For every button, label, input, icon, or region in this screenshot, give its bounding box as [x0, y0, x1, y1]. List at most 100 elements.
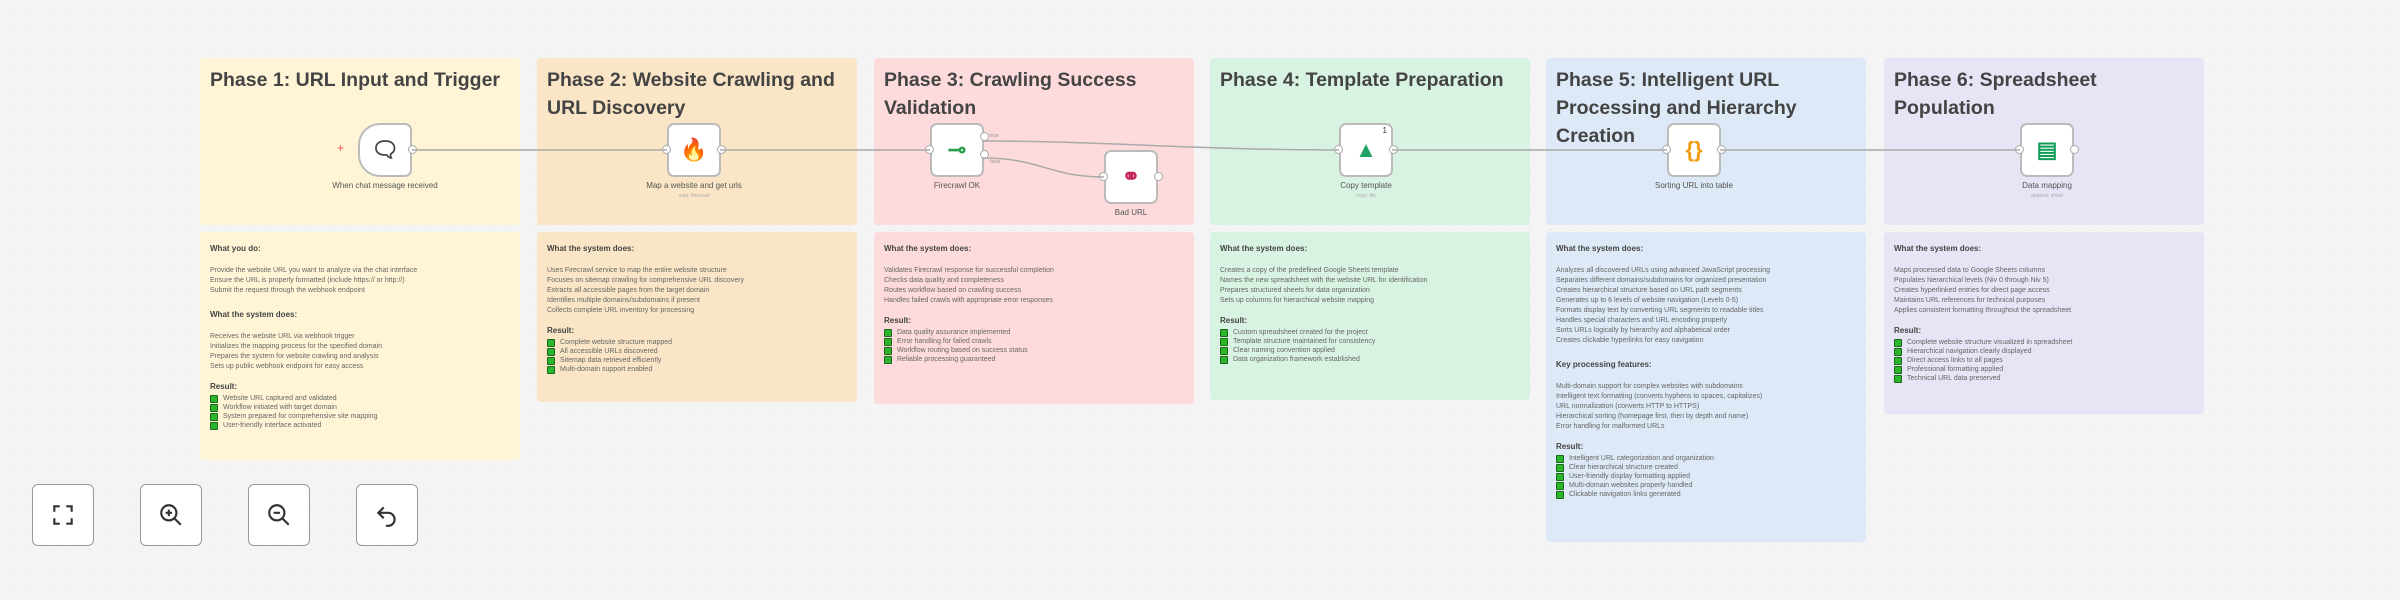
- edge-label-false: false: [990, 159, 1001, 165]
- note-line: Sorts URLs logically by hierarchy and al…: [1556, 327, 1730, 334]
- result-text: Multi-domain websites properly handled: [1569, 482, 1693, 489]
- note-line: Creates hierarchical structure based on …: [1556, 287, 1742, 294]
- result-text: Workflow initiated with target domain: [223, 404, 337, 411]
- result-item: Professional formatting applied: [1894, 365, 2194, 374]
- undo-button[interactable]: [356, 484, 418, 546]
- workflow-node[interactable]: ⊸: [930, 123, 984, 177]
- output-port[interactable]: [2070, 145, 2079, 154]
- note-line: Applies consistent formatting throughout…: [1894, 307, 2072, 314]
- zoom-out-button[interactable]: [248, 484, 310, 546]
- add-trigger-icon[interactable]: +: [337, 141, 345, 155]
- output-port[interactable]: [1717, 145, 1726, 154]
- workflow-node[interactable]: 🗨: [358, 123, 412, 177]
- input-port[interactable]: [1334, 145, 1343, 154]
- workflow-node[interactable]: ▤: [2020, 123, 2074, 177]
- section-heading: What the system does:: [1894, 244, 1982, 253]
- node-name: Map a website and get urls: [646, 181, 742, 190]
- checkmark-icon: [1894, 374, 1902, 383]
- node-name: Copy template: [1340, 181, 1392, 190]
- result-item: Website URL captured and validated: [210, 394, 510, 403]
- result-text: Clickable navigation links generated: [1569, 491, 1681, 498]
- result-text: Technical URL data preserved: [1907, 375, 2001, 382]
- input-port[interactable]: [2015, 145, 2024, 154]
- note-line: Prepares the system for website crawling…: [210, 353, 379, 360]
- code-icon: {}: [1685, 137, 1703, 162]
- checkmark-icon: [1556, 490, 1564, 499]
- output-port[interactable]: [717, 145, 726, 154]
- result-text: All accessible URLs discovered: [560, 348, 658, 355]
- result-text: Template structure maintained for consis…: [1233, 338, 1376, 345]
- spacer: [1220, 306, 1520, 316]
- section-heading: What the system does:: [1220, 244, 1308, 253]
- phase-title: Phase 3: Crawling Success Validation: [884, 69, 1137, 119]
- phase-note-sticky[interactable]: What the system does: Maps processed data…: [1884, 232, 2204, 414]
- output-port[interactable]: [980, 132, 989, 141]
- note-line: Sets up columns for hierarchical website…: [1220, 297, 1375, 304]
- edge-label-true: true: [990, 133, 999, 139]
- phase-title: Phase 2: Website Crawling and URL Discov…: [547, 69, 835, 119]
- result-text: Data organization framework established: [1233, 356, 1360, 363]
- spacer: [884, 306, 1184, 316]
- phase-note-sticky[interactable]: What you do:Provide the website URL you …: [200, 232, 520, 460]
- input-port[interactable]: [1662, 145, 1671, 154]
- note-line: Formats display text by converting URL s…: [1556, 307, 1764, 314]
- note-line: Validates Firecrawl response for success…: [884, 267, 1054, 274]
- chat-icon: 🗨: [371, 137, 399, 162]
- node-label: Firecrawl OK: [897, 181, 1017, 191]
- result-text: Complete website structure visualized in…: [1907, 339, 2073, 346]
- checkmark-icon: [884, 355, 892, 364]
- note-line: Generates up to 6 levels of website navi…: [1556, 297, 1739, 304]
- zoom-in-button[interactable]: [140, 484, 202, 546]
- phase-note-sticky[interactable]: What the system does:Analyzes all discov…: [1546, 232, 1866, 542]
- phase-note-sticky[interactable]: What the system does:Validates Firecrawl…: [874, 232, 1194, 404]
- phase-title: Phase 4: Template Preparation: [1220, 69, 1504, 91]
- workflow-node[interactable]: 🔥: [667, 123, 721, 177]
- spacer: [210, 296, 510, 306]
- webhook-icon: ⚭: [1121, 164, 1141, 189]
- workflow-node[interactable]: ⚭: [1104, 150, 1158, 204]
- output-port[interactable]: [980, 150, 989, 159]
- node-name: Data mapping: [2022, 181, 2072, 190]
- node-name: When chat message received: [332, 181, 438, 190]
- result-text: Clear hierarchical structure created: [1569, 464, 1678, 471]
- checkmark-icon: [1894, 356, 1902, 365]
- note-line: Separates different domains/subdomains f…: [1556, 277, 1767, 284]
- checkmark-icon: [547, 338, 555, 347]
- google-sheets-icon: ▤: [2036, 137, 2058, 162]
- result-item: Technical URL data preserved: [1894, 374, 2194, 383]
- fit-view-button[interactable]: [32, 484, 94, 546]
- note-line: Initializes the mapping process for the …: [210, 343, 382, 350]
- checkmark-icon: [1556, 472, 1564, 481]
- spacer: [210, 372, 510, 382]
- workflow-node[interactable]: {}: [1667, 123, 1721, 177]
- firecrawl-icon: 🔥: [680, 137, 708, 162]
- note-line: URL normalization (converts HTTP to HTTP…: [1556, 403, 1700, 410]
- checkmark-icon: [210, 421, 218, 430]
- section-heading: What you do:: [210, 244, 261, 253]
- output-port[interactable]: [408, 145, 417, 154]
- checkmark-icon: [1556, 481, 1564, 490]
- phase-note-sticky[interactable]: What the system does: Creates a copy of t…: [1210, 232, 1530, 400]
- result-item: Intelligent URL categorization and organ…: [1556, 454, 1856, 463]
- workflow-node[interactable]: ▲1: [1339, 123, 1393, 177]
- note-line: Maps processed data to Google Sheets col…: [1894, 267, 2045, 274]
- phase-header-sticky[interactable]: Phase 1: URL Input and Trigger: [200, 58, 520, 225]
- checkmark-icon: [210, 412, 218, 421]
- result-item: Error handling for failed crawls: [884, 337, 1184, 346]
- output-port[interactable]: [1389, 145, 1398, 154]
- result-item: All accessible URLs discovered: [547, 347, 847, 356]
- output-port[interactable]: [1154, 172, 1163, 181]
- phase-note-sticky[interactable]: What the system does:Uses Firecrawl serv…: [537, 232, 857, 402]
- note-line: Creates a copy of the predefined Google …: [1220, 267, 1399, 274]
- result-text: Intelligent URL categorization and organ…: [1569, 455, 1714, 462]
- checkmark-icon: [1220, 328, 1228, 337]
- section-heading: What the system does:: [210, 310, 298, 319]
- result-text: Multi-domain support enabled: [560, 366, 653, 373]
- checkmark-icon: [1894, 347, 1902, 356]
- input-port[interactable]: [1099, 172, 1108, 181]
- checkmark-icon: [1220, 346, 1228, 355]
- input-port[interactable]: [662, 145, 671, 154]
- result-item: Workflow routing based on success status: [884, 346, 1184, 355]
- result-text: Sitemap data retrieved efficiently: [560, 357, 662, 364]
- input-port[interactable]: [925, 145, 934, 154]
